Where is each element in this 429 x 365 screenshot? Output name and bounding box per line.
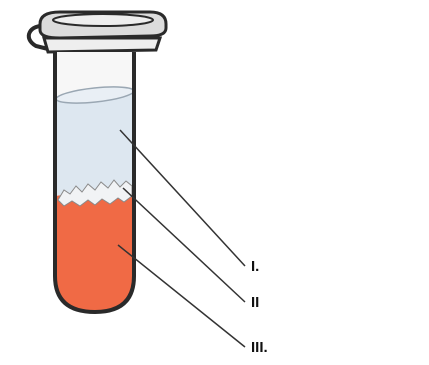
label-layer-3: III. bbox=[251, 340, 268, 355]
leader-line-iii bbox=[118, 245, 245, 347]
cap-top-rim bbox=[53, 14, 153, 26]
leader-line-i bbox=[120, 130, 245, 266]
label-layer-1: I. bbox=[251, 259, 259, 274]
label-layer-2: II bbox=[251, 295, 259, 310]
aqueous-layer bbox=[55, 88, 134, 196]
tube-rim bbox=[44, 38, 160, 52]
